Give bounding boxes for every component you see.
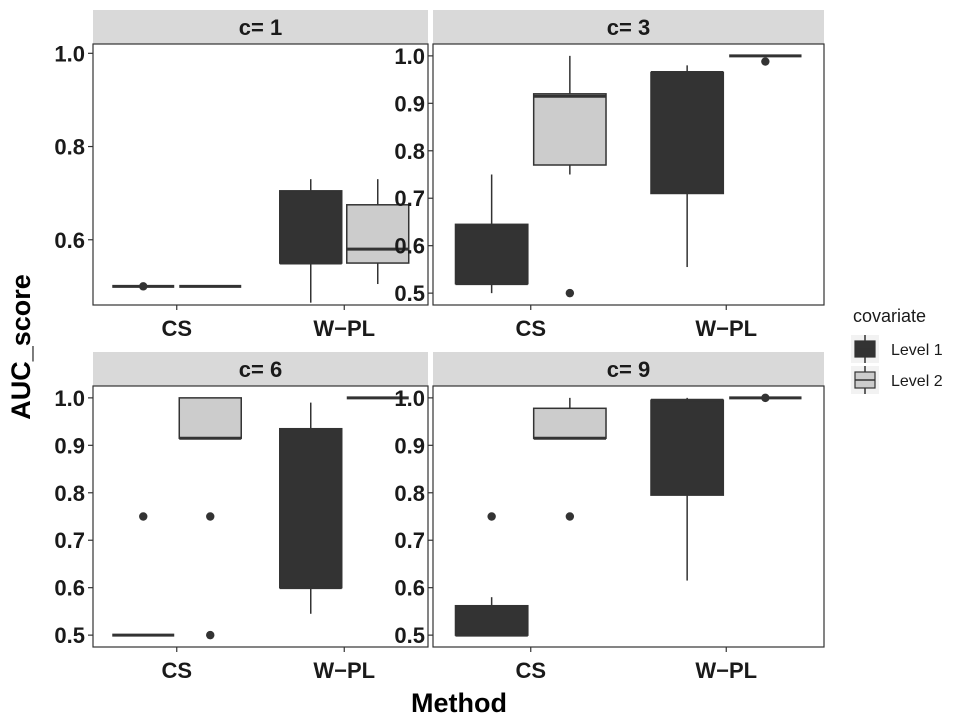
facet-panel-1: c= 1 0.6 0.8 1.0CS W−PL	[54, 10, 429, 341]
outlier-point	[487, 512, 496, 521]
box-body	[650, 71, 725, 195]
panel-frame	[92, 385, 429, 648]
facet-panel-4: c= 9 0.5 0.6 0.7 0.8 0.9 1.0CS W−PL	[394, 352, 825, 683]
box-body	[178, 397, 242, 439]
outlier-point	[139, 282, 148, 291]
facet-strip-label: c= 3	[607, 15, 650, 40]
y-tick-label: 0.6	[394, 234, 425, 259]
legend: covariate Level 1 Level 2	[851, 306, 943, 394]
x-tick-label: W−PL	[313, 316, 375, 341]
box-cs-level1	[454, 512, 529, 637]
box-wpl-level1	[279, 179, 343, 303]
y-tick-label: 0.6	[54, 228, 85, 253]
outlier-point	[206, 630, 215, 640]
box-cs-level2	[178, 397, 242, 640]
outlier-point	[139, 512, 148, 521]
y-tick-label: 0.8	[394, 481, 425, 506]
outlier-point	[206, 512, 215, 521]
x-tick-label: W−PL	[313, 658, 375, 683]
box-wpl-level1	[650, 397, 725, 581]
box-wpl-level1	[279, 402, 343, 614]
x-tick-label: W−PL	[695, 658, 757, 683]
x-axis-title: Method	[411, 688, 507, 718]
facet-strip	[93, 10, 428, 44]
x-tick-label: CS	[515, 658, 546, 683]
box-cs-level2	[532, 55, 607, 298]
box-body	[279, 190, 343, 264]
y-tick-label: 0.9	[54, 433, 85, 458]
x-tick-label: W−PL	[695, 316, 757, 341]
legend-key-level2: Level 2	[851, 366, 943, 394]
y-tick-label: 0.9	[394, 433, 425, 458]
facet-strip	[93, 352, 428, 386]
y-tick-label: 0.6	[54, 576, 85, 601]
outlier-point	[565, 512, 575, 521]
y-axis-title: AUC_score	[6, 274, 36, 420]
y-tick-label: 1.0	[394, 44, 425, 69]
facet-strip	[433, 10, 824, 44]
box-body	[346, 204, 410, 264]
y-tick-label: 0.6	[394, 576, 425, 601]
y-tick-label: 0.8	[54, 481, 85, 506]
facet-panel-2: c= 3 0.5 0.6 0.7 0.8 0.9 1.0CS W−PL	[394, 10, 825, 341]
facet-strip-label: c= 9	[607, 357, 650, 382]
box-body	[650, 399, 725, 496]
box-wpl-level1	[650, 65, 725, 268]
y-tick-label: 0.7	[394, 186, 425, 211]
box-body	[532, 407, 607, 439]
y-tick-label: 1.0	[54, 41, 85, 66]
x-tick-label: CS	[161, 658, 192, 683]
box-cs-level2	[532, 397, 607, 521]
x-tick-label: CS	[515, 316, 546, 341]
box-body	[454, 604, 529, 636]
legend-title: covariate	[853, 306, 926, 326]
outlier-point	[565, 288, 575, 298]
y-tick-label: 0.5	[54, 623, 85, 648]
legend-label: Level 1	[891, 342, 943, 359]
x-tick-label: CS	[161, 316, 192, 341]
outlier-point	[761, 393, 770, 403]
y-tick-label: 0.5	[394, 623, 425, 648]
box-wpl-level2	[346, 179, 410, 285]
legend-key-level1: Level 1	[851, 335, 943, 363]
y-tick-label: 0.9	[394, 91, 425, 116]
y-tick-label: 0.7	[54, 528, 85, 553]
y-tick-label: 0.8	[394, 139, 425, 164]
box-cs-level1	[454, 174, 529, 294]
panel-frame	[432, 385, 825, 648]
outlier-point	[761, 57, 770, 66]
facet-panel-3: c= 6 0.5 0.6 0.7 0.8 0.9 1.0CS W−PL	[54, 352, 429, 683]
y-tick-label: 1.0	[54, 386, 85, 411]
y-tick-label: 0.7	[394, 528, 425, 553]
box-wpl-level2	[729, 393, 802, 403]
legend-label: Level 2	[891, 373, 943, 390]
box-cs-level1	[112, 282, 175, 291]
box-body	[532, 93, 607, 166]
facet-strip	[433, 352, 824, 386]
y-tick-label: 0.8	[54, 135, 85, 160]
box-body	[279, 427, 343, 589]
facet-strip-label: c= 6	[239, 357, 282, 382]
y-tick-label: 0.5	[394, 281, 425, 306]
y-tick-label: 1.0	[394, 386, 425, 411]
facet-strip-label: c= 1	[239, 15, 282, 40]
box-wpl-level2	[729, 54, 802, 66]
box-body	[454, 223, 529, 285]
box-cs-level1	[112, 512, 175, 637]
